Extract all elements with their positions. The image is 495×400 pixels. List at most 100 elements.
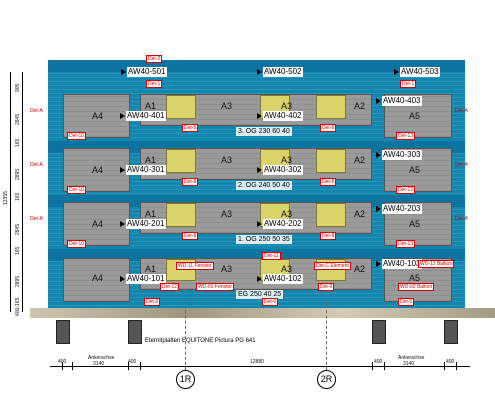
storey-label-3og: 3. OG 230 60 40: [236, 127, 292, 136]
column-2: [128, 320, 142, 344]
dim-400-c: 400: [374, 359, 383, 365]
panel-f4-left: [63, 94, 130, 138]
tick-5: [372, 362, 373, 370]
tag-aw40-401: AW40-401: [120, 111, 166, 121]
dim-2895: 2895: [15, 168, 21, 180]
det-a-left-1: Det-A: [30, 108, 43, 114]
tick-7: [444, 362, 445, 370]
det-0-mid: Det-0: [262, 298, 279, 306]
det-13-f2: Det-13: [396, 240, 416, 248]
dim-total: 12355: [3, 191, 9, 205]
wd-11-fenster: WD-11 Fenster: [176, 262, 214, 270]
dim-400-a: 400: [58, 359, 67, 365]
wd-02-balkon: WD-02 Balkon: [398, 283, 435, 291]
tag-aw40-203: AW40-203: [376, 204, 422, 214]
wd-12-balkon: WD-12 Balkon: [418, 260, 455, 268]
dim-400-b: 400: [128, 359, 137, 365]
det-13-f3: Det-13: [396, 186, 416, 194]
tick-2: [72, 362, 73, 370]
det-8-f4b: Det-8: [320, 124, 337, 132]
window-f4-1: [166, 95, 196, 119]
window-f3-1: [166, 149, 196, 173]
panel-f1-left: [63, 258, 130, 302]
room-f4-a3: A3: [221, 101, 233, 111]
panel-f2-left: [63, 202, 130, 246]
tag-aw40-101: AW40-101: [120, 274, 166, 284]
dim-line-bottom: [50, 366, 470, 367]
det-8-f3b: Det-8: [320, 178, 337, 186]
room-f2-a4: A4: [92, 219, 104, 229]
dim-2895-b: 2895: [15, 275, 21, 287]
det-8-f3a: Det-8: [182, 178, 199, 186]
det-a-left-3: Det-A: [30, 216, 43, 222]
room-f4-a5: A5: [409, 111, 421, 121]
room-f3-a3: A3: [221, 155, 233, 165]
storey-label-1og: 1. OG 250 50 35: [236, 235, 292, 244]
window-f3-3: [316, 149, 346, 173]
tick-1: [62, 362, 63, 370]
det-a-right-2: Det-A: [455, 162, 468, 168]
tag-aw40-503: AW40-503: [394, 67, 440, 77]
column-3: [372, 320, 386, 344]
dim-165-a: 165: [15, 138, 21, 147]
anker-left: Ankerachse: [88, 355, 115, 361]
det-13-f4: Det-13: [396, 132, 416, 140]
dim-3140-b: 3140: [403, 361, 415, 367]
det-10-f4: Det-10: [67, 132, 87, 140]
det-0-left: Det-0: [144, 298, 161, 306]
det-12-f1: Det-12: [160, 283, 180, 291]
room-f3-a4: A4: [92, 165, 104, 175]
tag-aw40-103: AW40-103: [376, 259, 422, 269]
det-8-f2a: Det-8: [182, 232, 199, 240]
room-f4-a4: A4: [92, 111, 104, 121]
tick-3: [128, 362, 129, 370]
room-f2-a3: A3: [221, 209, 233, 219]
det-0-right: Det-0: [398, 298, 415, 306]
dim-3140-a: 3140: [93, 361, 105, 367]
dim-12880: 12880: [250, 359, 264, 365]
tag-aw40-502: AW40-502: [257, 67, 303, 77]
room-f2-a5: A5: [409, 219, 421, 229]
det-8-f4a: Det-8: [182, 124, 199, 132]
axis-line-1r: [185, 300, 186, 370]
det-10-f2: Det-10: [67, 240, 87, 248]
dim-905: 905: [15, 83, 21, 92]
tag-aw40-303: AW40-303: [376, 150, 422, 160]
dim-line-total: [10, 72, 11, 312]
room-f3-a2: A2: [354, 155, 366, 165]
det-a-right-3: Det-A: [455, 216, 468, 222]
dim-400-d: 400: [446, 359, 455, 365]
tag-aw40-403: AW40-403: [376, 96, 422, 106]
axis-1r: 1R: [176, 370, 195, 389]
dim-400-165: 400-165: [15, 297, 21, 316]
tag-aw40-202: AW40-202: [257, 219, 303, 229]
dim-165-c: 165: [15, 246, 21, 255]
axis-line-2r: [326, 300, 327, 370]
wd-01-fenster: WD-01 Fenster: [196, 283, 234, 291]
tick-8: [456, 362, 457, 370]
room-f1-a4: A4: [92, 273, 104, 283]
det-1-label-top-right: Det-1: [400, 80, 417, 88]
det-9-f1: Det-9: [318, 283, 335, 291]
det-11-f1: Det-11: [262, 252, 281, 260]
panel-f3-left: [63, 148, 130, 192]
tag-aw40-201: AW40-201: [120, 219, 166, 229]
room-f1-a1: A1: [145, 264, 157, 274]
room-f2-a3b: A3: [281, 209, 293, 219]
det-1-label-top: Det-1: [146, 80, 163, 88]
room-f4-a1: A1: [145, 101, 157, 111]
dim-line-floors: [22, 72, 23, 312]
caption: Eternitplatten EQUITONE Pictura PG 641: [145, 338, 256, 344]
room-f1-a5: A5: [409, 273, 421, 283]
room-f1-a3b: A3: [281, 264, 293, 274]
window-f4-3: [316, 95, 346, 119]
tag-aw40-301: AW40-301: [120, 165, 166, 175]
tag-aw40-102: AW40-102: [257, 274, 303, 284]
tag-aw40-402: AW40-402: [257, 111, 303, 121]
anker-right: Ankerachse: [398, 355, 425, 361]
tick-4: [140, 362, 141, 370]
storey-label-2og: 2. OG 240 50 40: [236, 181, 292, 190]
room-f3-a3b: A3: [281, 155, 293, 165]
window-f2-1: [166, 203, 196, 227]
room-f4-a3b: A3: [281, 101, 293, 111]
